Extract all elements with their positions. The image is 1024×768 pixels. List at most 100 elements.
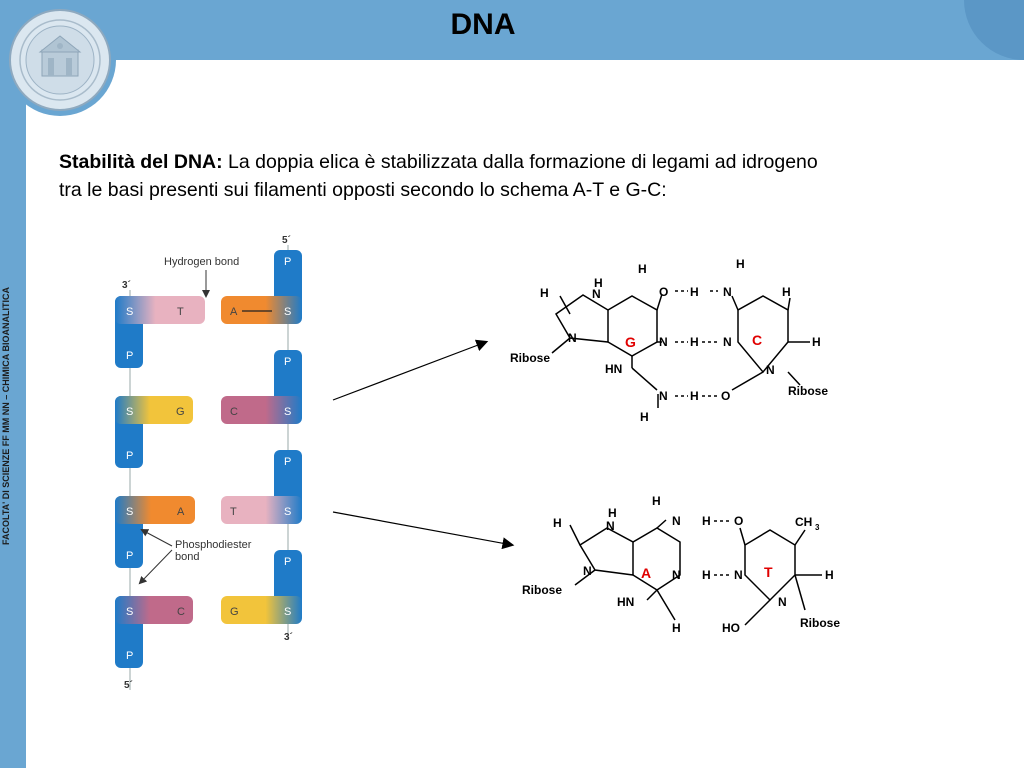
- phosphate-label: P: [126, 450, 133, 462]
- gc-atom-n: N: [568, 331, 577, 345]
- body-bold-lead: Stabilità del DNA:: [59, 151, 223, 173]
- left-unit-3: S P A: [115, 496, 195, 568]
- at-atom-n: N: [583, 564, 592, 578]
- base-label: T: [177, 306, 184, 318]
- pointer-arrows: [332, 339, 515, 550]
- gc-base-pair-structure: H H N N HN H O H N H H N H N H N N H O H…: [510, 257, 828, 424]
- at-atom-h: H: [608, 506, 617, 520]
- base-label: A: [230, 306, 238, 318]
- end-label-top-right: 5´: [282, 235, 291, 246]
- phosphate-label: P: [284, 256, 291, 268]
- gc-atom-h: H: [638, 262, 647, 276]
- phosphodiester-label-1: Phosphodiester: [175, 539, 252, 551]
- gc-atom-n: N: [766, 363, 775, 377]
- guanine-label: G: [625, 334, 636, 350]
- phosphate-label: P: [126, 550, 133, 562]
- at-atom-h: H: [702, 568, 711, 582]
- base-label: T: [230, 506, 237, 518]
- gc-atom-n: N: [659, 335, 668, 349]
- phosphate-label: P: [284, 456, 291, 468]
- end-label-bottom-left: 5´: [124, 680, 133, 691]
- phosphate-label: P: [126, 350, 133, 362]
- at-ribose-left: Ribose: [522, 583, 562, 597]
- gc-ribose-left: Ribose: [510, 351, 550, 365]
- gc-atom-h: H: [540, 286, 549, 300]
- at-ribose-right: Ribose: [800, 616, 840, 630]
- arrow-to-at-pair: [332, 511, 515, 550]
- top-banner: [0, 0, 1024, 60]
- sugar-label: S: [126, 506, 133, 518]
- adenine-label: A: [641, 565, 651, 581]
- gc-atom-h: H: [736, 257, 745, 271]
- gc-atom-n: N: [659, 389, 668, 403]
- phosphate-label: P: [284, 356, 291, 368]
- right-unit-3: P S T: [221, 450, 302, 524]
- gc-atom-hn: HN: [605, 362, 622, 376]
- end-label-bottom-right: 3´: [284, 632, 293, 643]
- sugar-label: S: [126, 606, 133, 618]
- at-base-pair-structure: H H N N HN H N H O CH 3 N H N H N H HO R…: [522, 494, 840, 635]
- right-unit-4: P S G: [221, 550, 302, 624]
- gc-atom-n: N: [723, 285, 732, 299]
- body-line-2: tra le basi presenti sui filamenti oppos…: [59, 179, 667, 201]
- base-label: C: [177, 606, 185, 618]
- side-label-text: FACOLTA' DI SCIENZE FF MM NN – CHIMICA B…: [1, 287, 11, 545]
- gc-atom-h: H: [594, 276, 603, 290]
- university-seal-logo: [9, 9, 111, 111]
- at-atom-n: N: [734, 568, 743, 582]
- gc-atom-h: H: [640, 410, 649, 424]
- body-paragraph: Stabilità del DNA: La doppia elica è sta…: [59, 148, 959, 204]
- base-label: C: [230, 406, 238, 418]
- cytosine-label: C: [752, 332, 762, 348]
- phosphodiester-arrow-1: [140, 529, 173, 547]
- phosphate-label: P: [126, 650, 133, 662]
- phosphodiester-label-2: bond: [175, 551, 199, 563]
- left-sidebar-bar: [0, 0, 26, 768]
- right-unit-2: P S C: [221, 350, 302, 424]
- at-atom-h: H: [825, 568, 834, 582]
- at-atom-n: N: [606, 519, 615, 533]
- at-atom-h: H: [702, 514, 711, 528]
- gc-ribose-right: Ribose: [788, 384, 828, 398]
- sugar-label: S: [126, 406, 133, 418]
- left-unit-2: S P G: [115, 396, 193, 468]
- right-unit-1: P S A: [221, 250, 302, 324]
- body-line-1: La doppia elica è stabilizzata dalla for…: [222, 151, 818, 173]
- at-atom-hn: HN: [617, 595, 634, 609]
- thymine-label: T: [764, 564, 773, 580]
- sugar-label: S: [284, 506, 291, 518]
- arrow-to-gc-pair: [332, 339, 489, 401]
- left-unit-1: S P T: [115, 296, 205, 368]
- gc-atom-h: H: [782, 285, 791, 299]
- slide-title: DNA: [450, 8, 516, 41]
- gc-atom-h: H: [690, 389, 699, 403]
- at-atom-o: O: [734, 514, 743, 528]
- base-label: A: [177, 506, 185, 518]
- at-atom-h: H: [553, 516, 562, 530]
- phosphate-label: P: [284, 556, 291, 568]
- base-label: G: [230, 606, 239, 618]
- at-atom-h: H: [652, 494, 661, 508]
- sugar-label: S: [284, 306, 291, 318]
- sugar-label: S: [284, 406, 291, 418]
- dna-ladder-diagram: S P T S P G S P A S P C P S A P S C: [115, 235, 302, 691]
- phosphodiester-arrow-2: [138, 549, 173, 585]
- base-label: G: [176, 406, 185, 418]
- at-atom-n: N: [778, 595, 787, 609]
- at-atom-ho: HO: [722, 621, 740, 635]
- at-atom-n: N: [672, 568, 681, 582]
- gc-atom-h: H: [690, 285, 699, 299]
- at-atom-n: N: [672, 514, 681, 528]
- sugar-label: S: [126, 306, 133, 318]
- left-unit-4: S P C: [115, 596, 193, 668]
- end-label-top-left: 3´: [122, 280, 131, 291]
- gc-atom-o: O: [721, 389, 730, 403]
- gc-atom-n: N: [723, 335, 732, 349]
- sugar-label: S: [284, 606, 291, 618]
- gc-atom-h: H: [812, 335, 821, 349]
- gc-atom-n: N: [592, 287, 601, 301]
- at-atom-sub3: 3: [815, 523, 820, 532]
- at-atom-h: H: [672, 621, 681, 635]
- gc-atom-o: O: [659, 285, 668, 299]
- at-atom-ch: CH: [795, 515, 812, 529]
